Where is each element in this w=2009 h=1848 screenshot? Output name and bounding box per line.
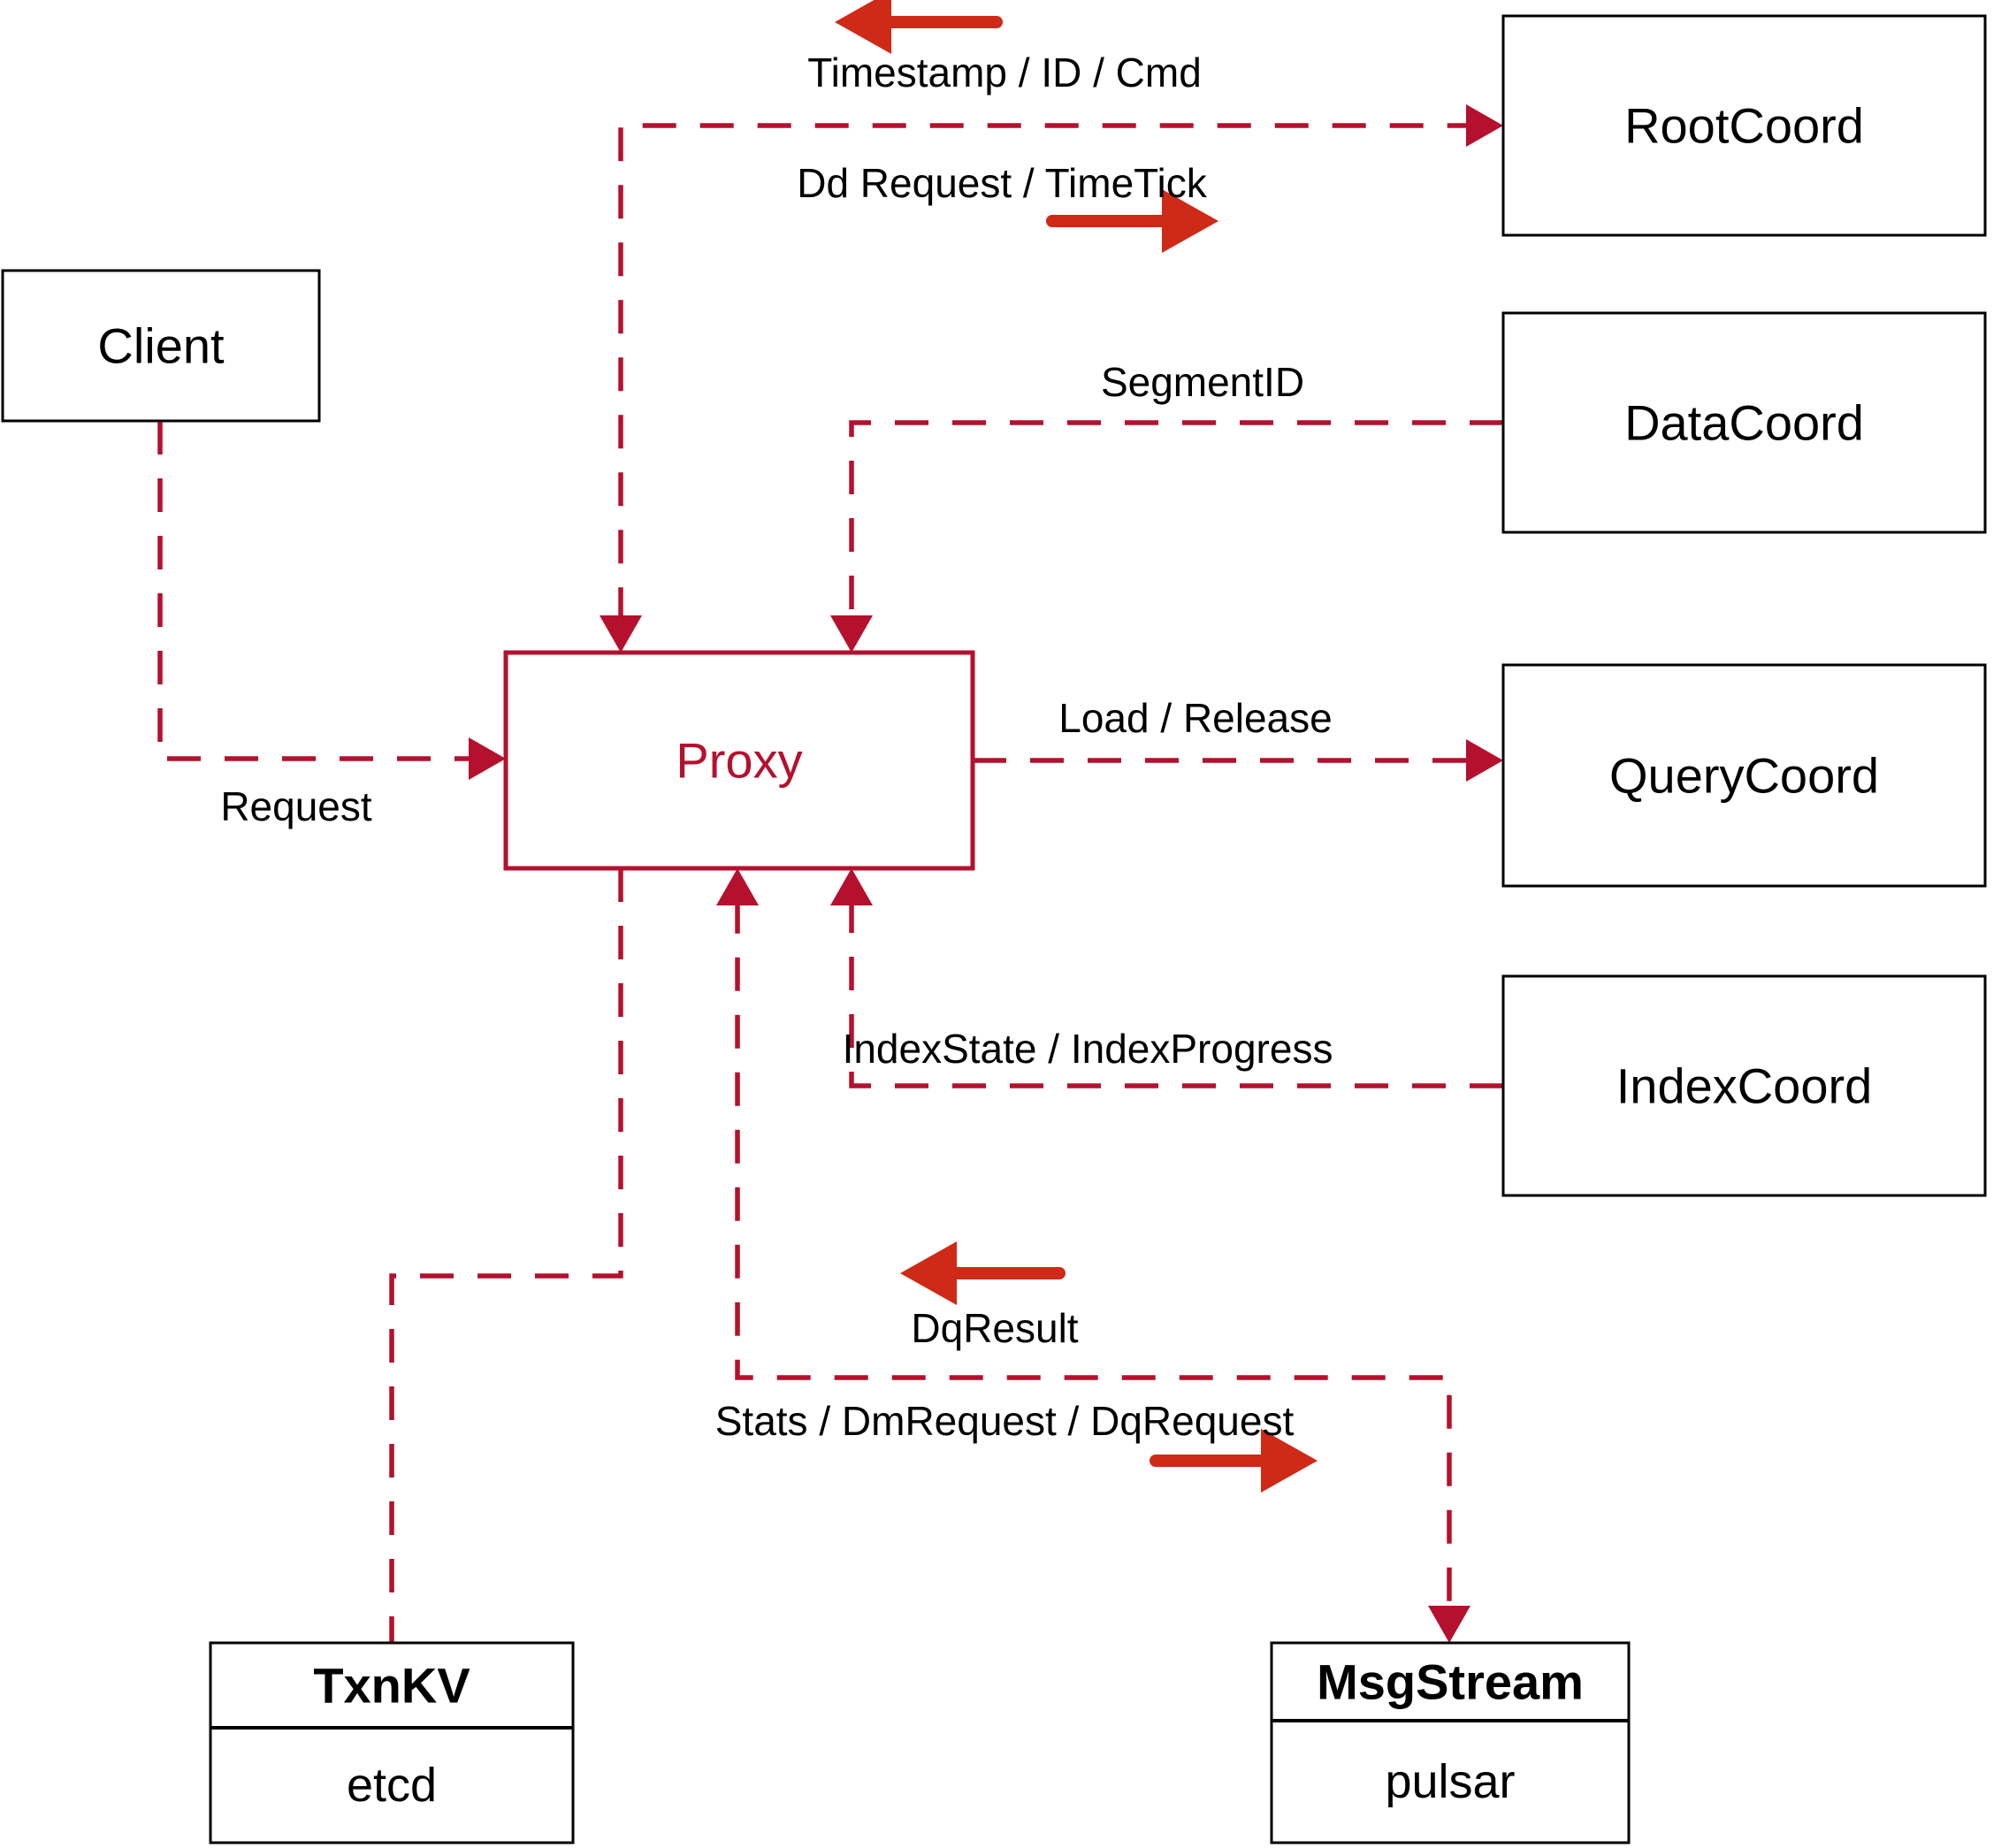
node-querycoord: QueryCoord xyxy=(1501,663,1987,888)
edge-proxy-rootcoord xyxy=(618,123,1472,622)
msgstream-sublabel: pulsar xyxy=(1385,1755,1515,1808)
indexcoord-box xyxy=(1501,974,1987,1197)
querycoord-label: QueryCoord xyxy=(1609,748,1879,804)
msgstream-label: MsgStream xyxy=(1317,1654,1584,1710)
edge-datacoord-proxy xyxy=(849,420,1503,622)
datacoord-label: DataCoord xyxy=(1624,395,1864,451)
proxy-label: Proxy xyxy=(676,733,802,789)
arrowhead-proxy-msgstream-end xyxy=(1428,1606,1470,1643)
node-msgstream: MsgStream pulsar xyxy=(1270,1641,1631,1844)
rootcoord-box xyxy=(1501,14,1987,237)
edge-proxy-txnkv xyxy=(389,868,623,1643)
node-indexcoord: IndexCoord xyxy=(1501,974,1987,1197)
timestamp-return-arrow-head xyxy=(835,0,891,54)
node-proxy: Proxy xyxy=(503,650,975,871)
edge-label-stats-dmreq-dqreq: Stats / DmRequest / DqRequest xyxy=(715,1398,1295,1444)
stats-send-arrow-head xyxy=(1261,1429,1318,1493)
client-box xyxy=(1,269,321,423)
txnkv-sublabel: etcd xyxy=(347,1759,437,1812)
dqresult-return-arrow-head xyxy=(900,1241,957,1305)
node-datacoord: DataCoord xyxy=(1501,311,1987,534)
arrowhead-proxy-msgstream-start xyxy=(716,868,759,905)
proxy-box xyxy=(503,650,975,871)
arrowhead-client-proxy-end xyxy=(469,737,506,780)
arrowhead-proxy-querycoord-end xyxy=(1466,739,1503,782)
edge-label-request: Request xyxy=(220,783,372,829)
txnkv-box xyxy=(209,1641,575,1844)
client-label: Client xyxy=(97,318,225,374)
node-client: Client xyxy=(1,269,321,423)
txnkv-label: TxnKV xyxy=(313,1658,470,1714)
edge-label-dqresult: DqResult xyxy=(911,1305,1078,1351)
datacoord-box xyxy=(1501,311,1987,534)
edge-indexcoord-proxy xyxy=(849,899,1503,1088)
arrowhead-datacoord-proxy-end xyxy=(830,615,873,653)
edge-label-dd-request-timetick: Dd Request / TimeTick xyxy=(797,160,1208,206)
arrowhead-proxy-rootcoord-end xyxy=(1466,104,1503,147)
arrowhead-proxy-rootcoord-start xyxy=(600,615,642,653)
rootcoord-label: RootCoord xyxy=(1624,98,1864,154)
dd-request-send-arrow-head xyxy=(1162,189,1218,253)
edge-proxy-msgstream xyxy=(735,899,1452,1612)
edge-label-load-release: Load / Release xyxy=(1058,695,1332,741)
msgstream-box xyxy=(1270,1641,1631,1844)
edge-client-proxy xyxy=(157,421,475,761)
arrowhead-indexcoord-proxy-end xyxy=(830,868,873,905)
edge-label-indexstate-progress: IndexState / IndexProgress xyxy=(843,1026,1333,1072)
indexcoord-label: IndexCoord xyxy=(1616,1058,1873,1114)
edge-label-segment-id: SegmentID xyxy=(1101,359,1304,405)
node-rootcoord: RootCoord xyxy=(1501,14,1987,237)
querycoord-box xyxy=(1501,663,1987,888)
edge-label-timestamp-id-cmd: Timestamp / ID / Cmd xyxy=(807,50,1202,95)
node-txnkv: TxnKV etcd xyxy=(209,1641,575,1844)
